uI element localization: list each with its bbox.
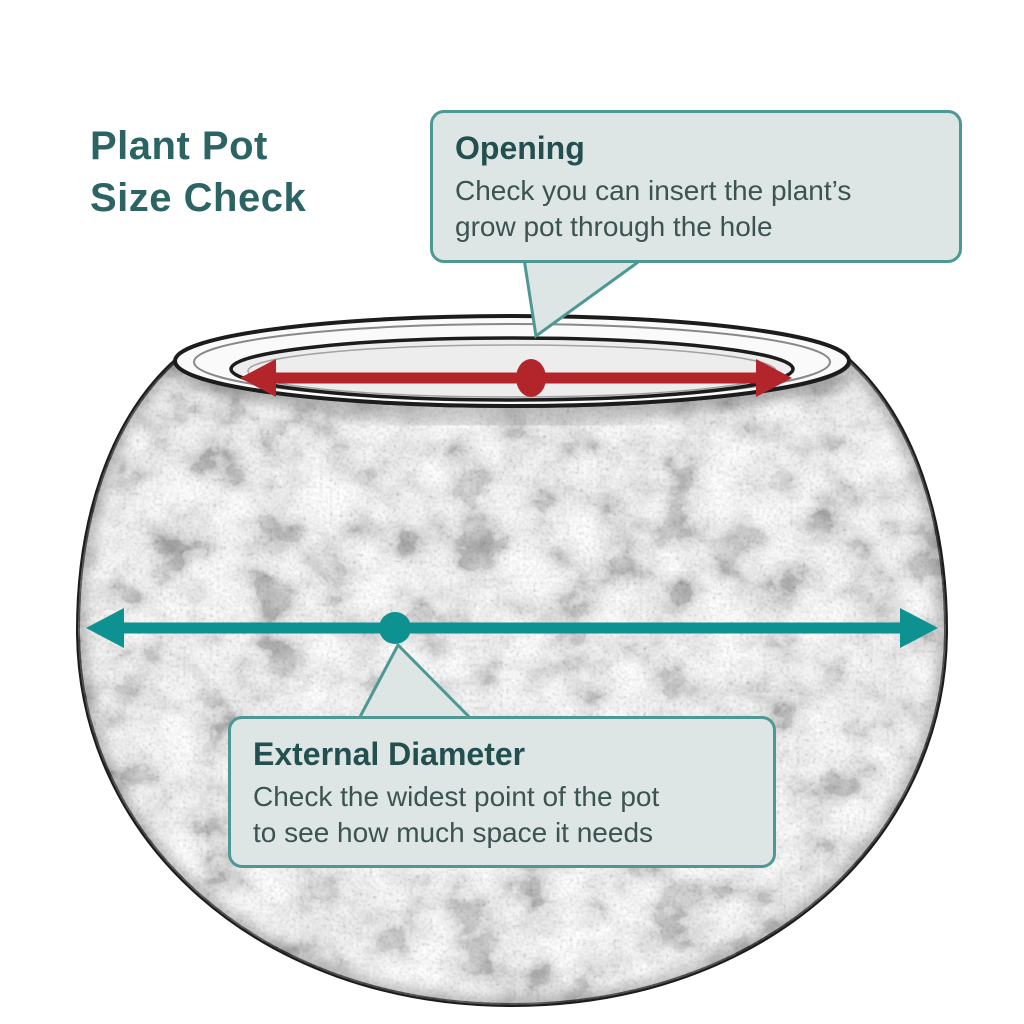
- opening-callout-body-line2: grow pot through the hole: [455, 210, 773, 242]
- page-title: Plant Pot Size Check: [90, 120, 306, 224]
- pot-opening-hole: [229, 336, 795, 402]
- external-diameter-arrowhead-left: [86, 608, 124, 648]
- page-title-line1: Plant Pot: [90, 124, 268, 168]
- external-diameter-callout-heading: External Diameter: [253, 736, 526, 772]
- opening-arrow: [240, 359, 792, 397]
- pot-texture: [78, 361, 946, 1005]
- opening-callout-body-line1: Check you can insert the plant’s: [455, 174, 852, 206]
- opening-callout-heading: Opening: [455, 130, 585, 166]
- external-diameter-callout: External Diameter Check the widest point…: [228, 716, 776, 868]
- external-diameter-callout-body: Check the widest point of the pot to see…: [253, 779, 751, 852]
- opening-midpoint-dot: [516, 359, 546, 397]
- external-diameter-arrowhead-right: [900, 608, 938, 648]
- opening-callout-body: Check you can insert the plant’s grow po…: [455, 173, 937, 246]
- external-diameter-callout-body-line2: to see how much space it needs: [253, 816, 654, 848]
- external-diameter-midpoint-dot: [379, 612, 411, 644]
- external-diameter-callout-body-line1: Check the widest point of the pot: [253, 780, 660, 812]
- page-title-line2: Size Check: [90, 176, 307, 220]
- external-diameter-arrow: [86, 608, 938, 648]
- opening-arrowhead-right: [756, 359, 792, 397]
- opening-arrowhead-left: [240, 359, 276, 397]
- opening-callout: Opening Check you can insert the plant’s…: [430, 110, 962, 263]
